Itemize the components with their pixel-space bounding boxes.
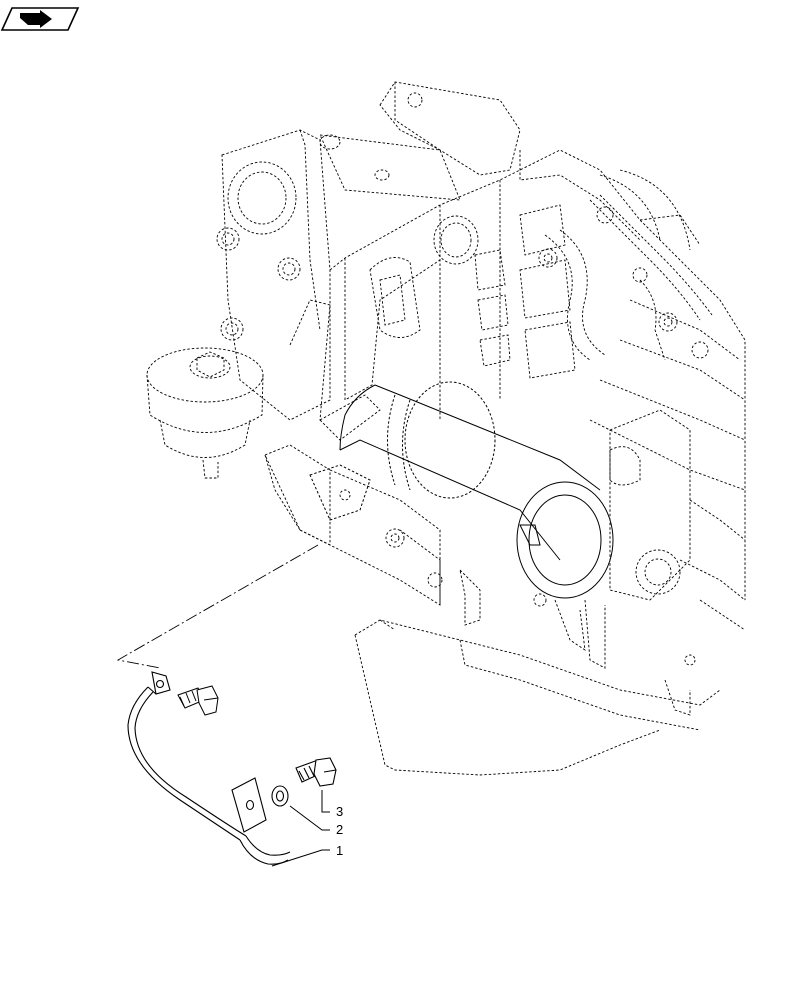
- bolt: [295, 757, 337, 787]
- cable-bolt-upper: [177, 685, 219, 716]
- callout-leaders: [271, 790, 330, 867]
- next-page-arrow-icon[interactable]: [0, 7, 80, 31]
- starter-motor: [309, 381, 614, 599]
- washer: [271, 785, 289, 807]
- ground-cable: [127, 671, 291, 865]
- callout-1: 1: [336, 843, 343, 858]
- callout-3: 3: [336, 804, 343, 819]
- engine-assembly: [146, 81, 746, 776]
- assembly-leader-line: [116, 544, 319, 669]
- callout-2: 2: [336, 822, 343, 837]
